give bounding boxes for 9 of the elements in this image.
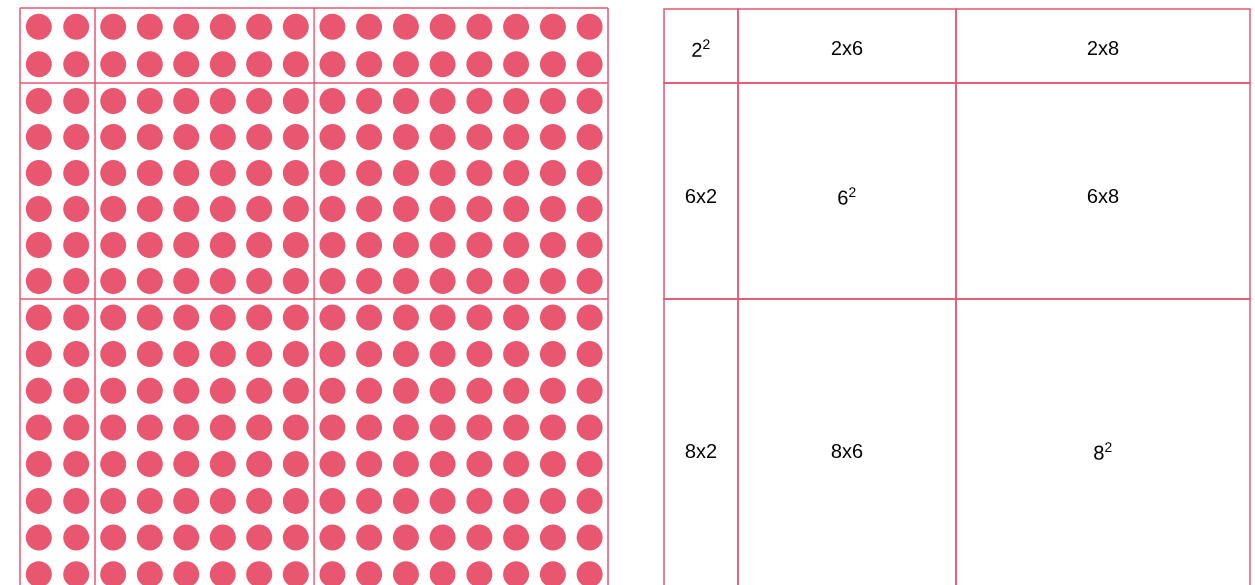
table-cell: 6x2 xyxy=(663,82,739,300)
table-cell: 8$^{2}$ xyxy=(955,298,1251,585)
table-cell: 8x6 xyxy=(737,298,957,585)
table-cell: 6x8 xyxy=(955,82,1251,300)
table-cell: 2$^{2}$ xyxy=(663,8,739,84)
table-cell: 2x8 xyxy=(955,8,1251,84)
table-cell: 8x2 xyxy=(663,298,739,585)
table-cell: 2x6 xyxy=(737,8,957,84)
table-cell: 6$^{2}$ xyxy=(737,82,957,300)
